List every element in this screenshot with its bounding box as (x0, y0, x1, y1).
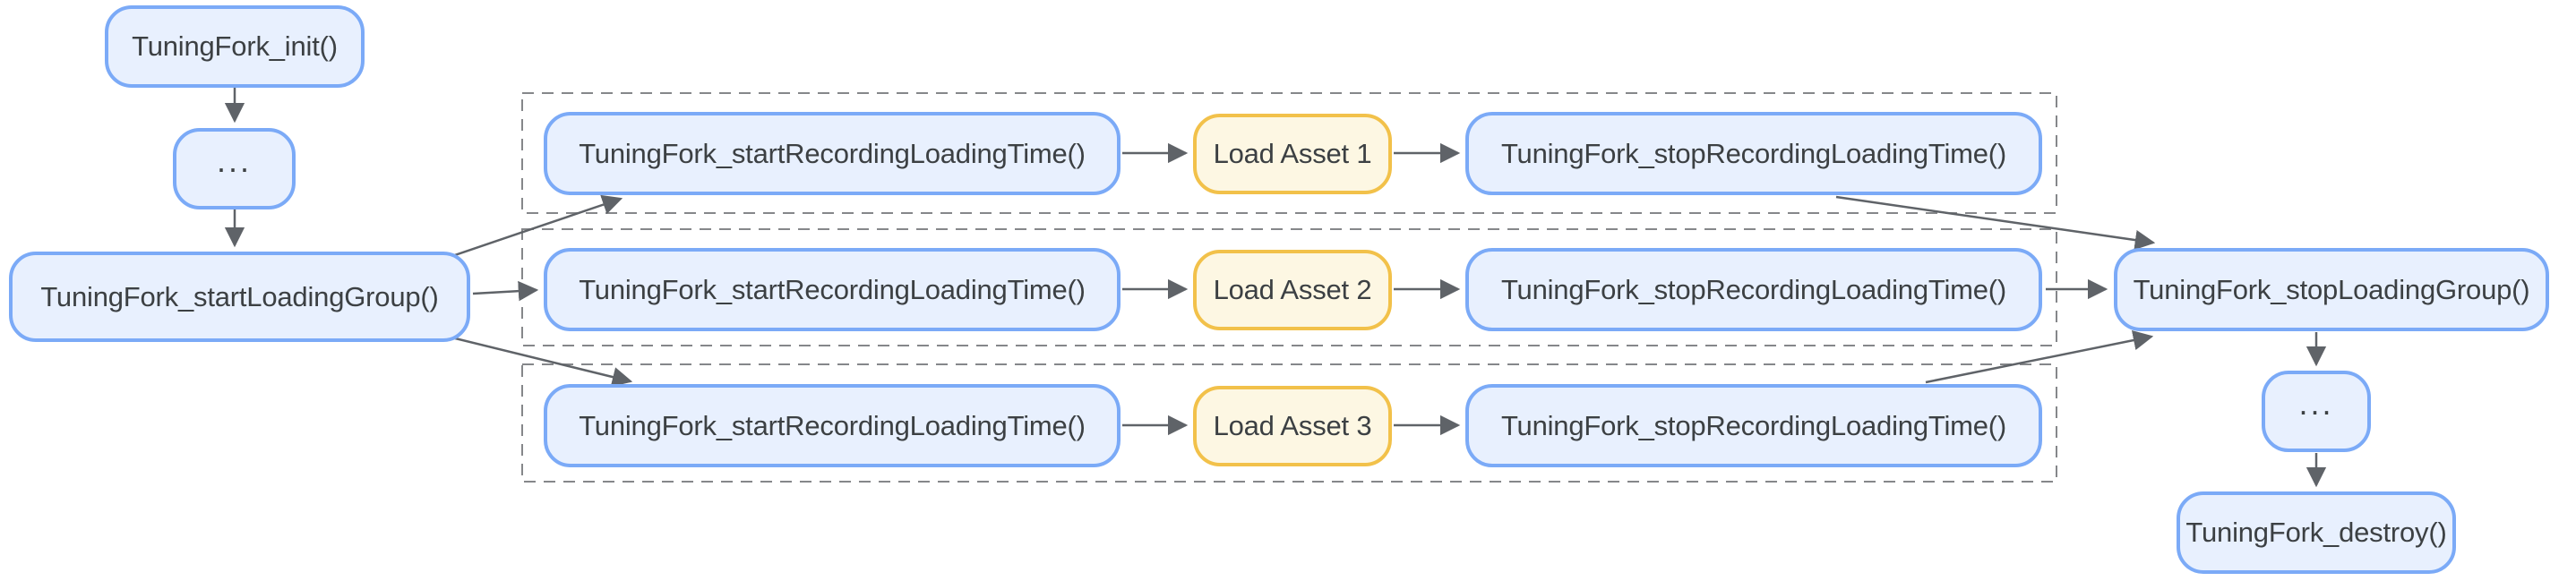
node-load-asset-3: Load Asset 3 (1193, 386, 1392, 466)
ellipsis-top-label: ... (216, 141, 252, 179)
arrow-row3-to-stoploadinggroup (1925, 329, 2154, 384)
node-row3-start-recording: TuningFork_startRecordingLoadingTime() (544, 384, 1121, 467)
arrow-startloadinggroup-to-row3 (443, 334, 633, 388)
node-ellipsis-top: ... (173, 128, 296, 209)
arrow-startloadinggroup-to-row2 (472, 280, 539, 302)
node-row3-stop-recording: TuningFork_stopRecordingLoadingTime() (1465, 384, 2042, 467)
node-row1-start-recording: TuningFork_startRecordingLoadingTime() (544, 112, 1121, 195)
node-ellipsis-bottom: ... (2262, 371, 2371, 452)
arrow-row1-to-stoploadinggroup (1835, 195, 2156, 251)
node-tuningfork-destroy: TuningFork_destroy() (2177, 491, 2456, 574)
ellipsis-bottom-label: ... (2298, 384, 2334, 422)
node-tuningfork-init: TuningFork_init() (105, 5, 365, 88)
node-row1-stop-recording: TuningFork_stopRecordingLoadingTime() (1465, 112, 2042, 195)
node-row2-start-recording: TuningFork_startRecordingLoadingTime() (544, 248, 1121, 331)
node-load-asset-2: Load Asset 2 (1193, 250, 1392, 330)
node-load-asset-1: Load Asset 1 (1193, 114, 1392, 194)
node-stop-loading-group: TuningFork_stopLoadingGroup() (2114, 248, 2549, 331)
arrow-startloadinggroup-to-row1 (443, 194, 623, 261)
node-row2-stop-recording: TuningFork_stopRecordingLoadingTime() (1465, 248, 2042, 331)
node-start-loading-group: TuningFork_startLoadingGroup() (9, 252, 470, 342)
